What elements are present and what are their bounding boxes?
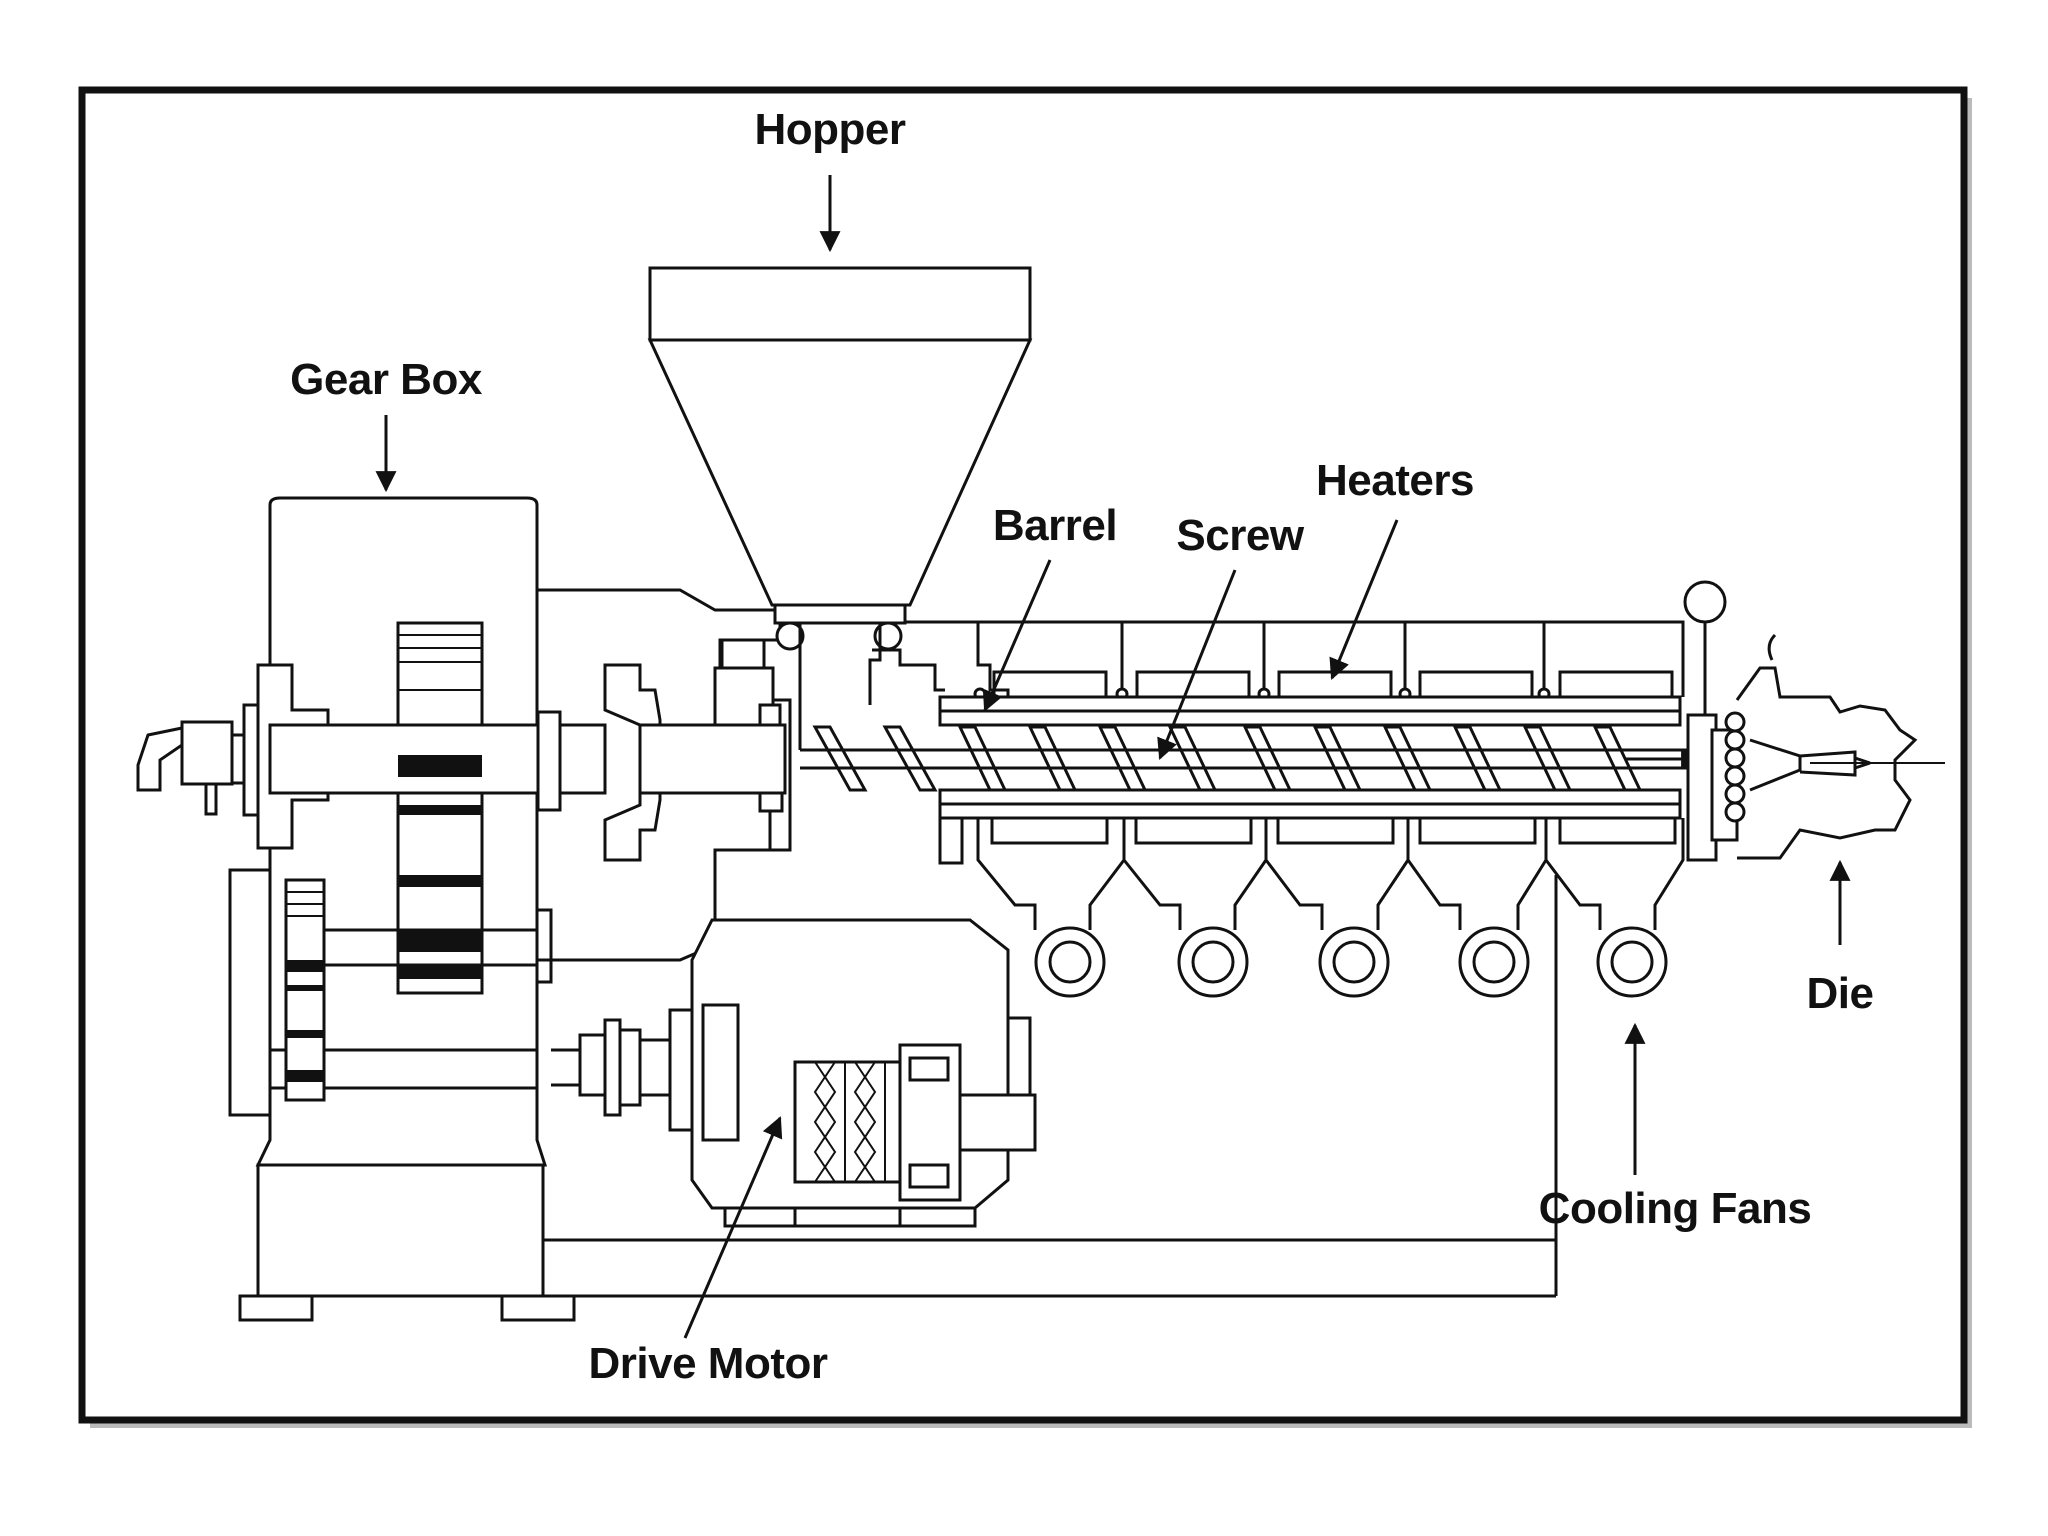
drive-motor <box>690 918 1037 1228</box>
pressure-gauge <box>1683 580 1727 624</box>
label-cooling-fans: Cooling Fans <box>1539 1184 1812 1233</box>
arrow-heaters <box>1329 519 1399 680</box>
hopper <box>647 266 1033 750</box>
die <box>1683 580 1945 862</box>
arrow-screw <box>1157 569 1237 760</box>
thrust-housing <box>536 588 792 962</box>
label-hopper: Hopper <box>755 105 906 154</box>
screw <box>800 725 1714 792</box>
label-barrel: Barrel <box>993 501 1117 550</box>
cooling-fans <box>976 816 1685 998</box>
arrow-drive-motor <box>683 1116 783 1339</box>
arrow-barrel <box>982 559 1052 712</box>
label-screw: Screw <box>1176 511 1304 560</box>
input-shaft <box>136 663 540 850</box>
label-die: Die <box>1807 969 1874 1018</box>
label-heaters: Heaters <box>1316 456 1474 505</box>
barrel <box>938 695 1682 865</box>
coupling <box>551 1008 694 1132</box>
label-drive-motor: Drive Motor <box>589 1339 828 1388</box>
label-gear-box: Gear Box <box>290 355 483 404</box>
gear-box <box>228 496 553 1298</box>
